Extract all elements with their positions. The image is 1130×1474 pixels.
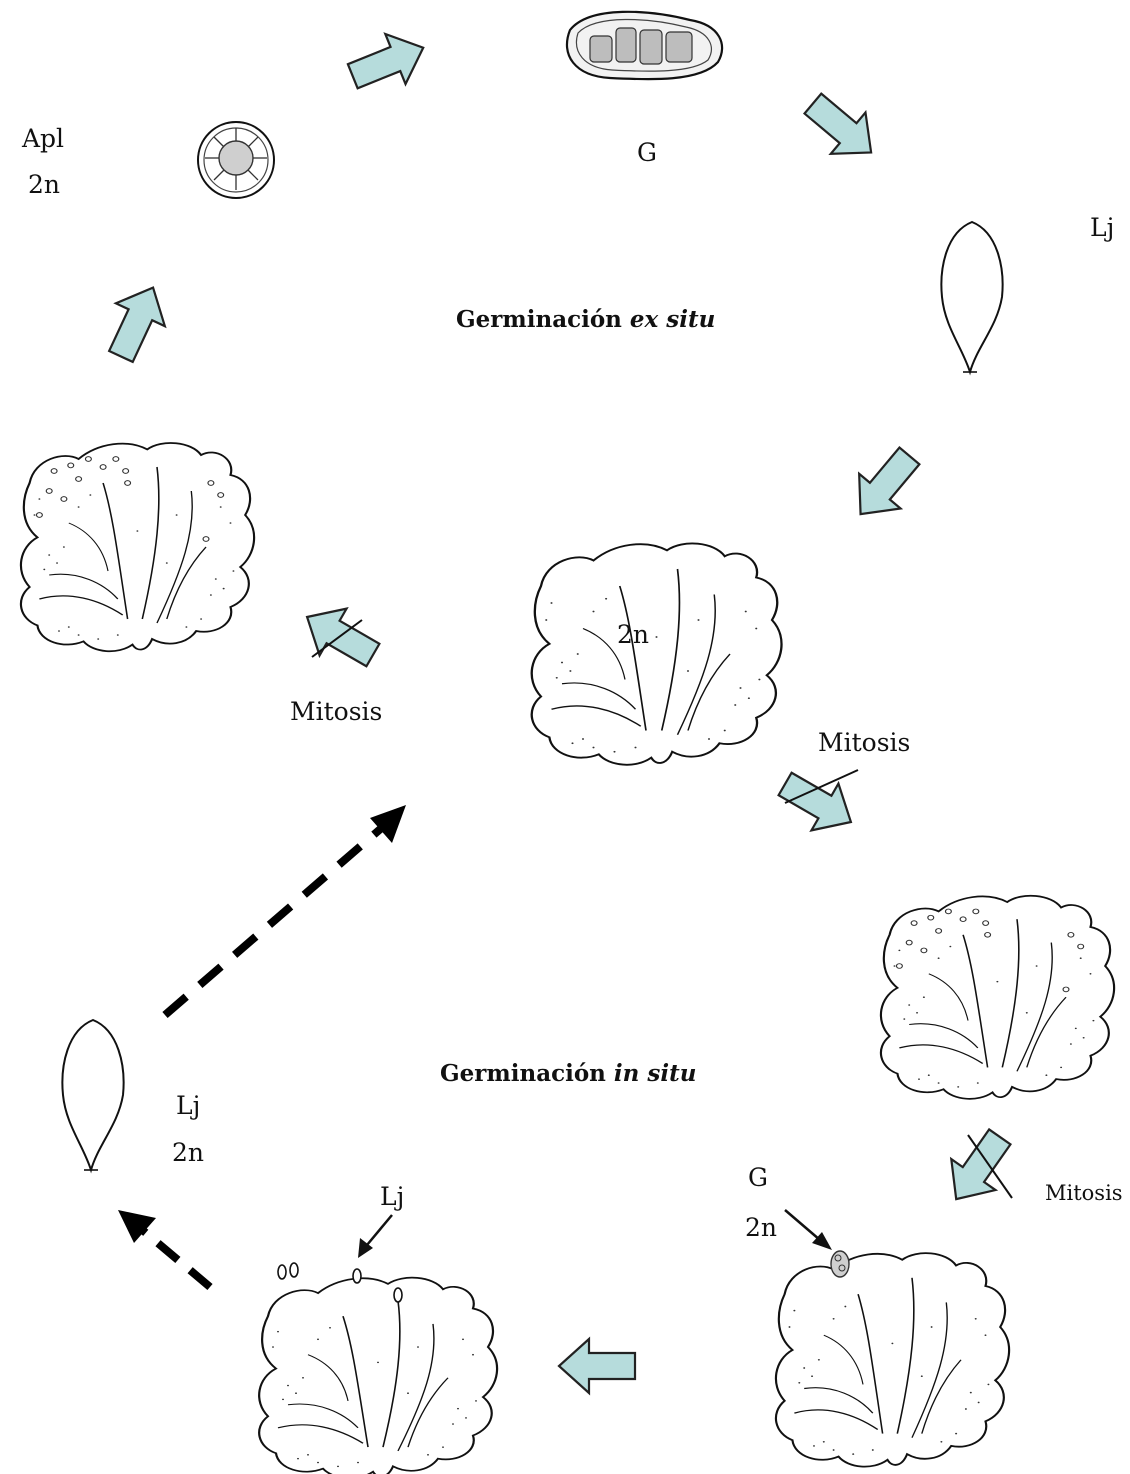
pointer-arrow xyxy=(358,1215,392,1258)
gamete-top-label: G xyxy=(637,140,657,165)
dashed-arrow-icon xyxy=(118,1210,210,1287)
block-arrow-icon xyxy=(559,1339,635,1393)
thallus-icon xyxy=(21,443,254,651)
dashed-arrow-icon xyxy=(165,805,406,1015)
thallus-center-ploidy-label: 2n xyxy=(617,622,649,647)
block-arrow-icon xyxy=(934,1121,1022,1214)
lj-bottom-label: Lj xyxy=(380,1184,404,1209)
block-arrow-icon xyxy=(96,276,177,368)
apl-label: Apl xyxy=(22,126,64,151)
gamete-icon xyxy=(567,12,722,79)
block-arrow-icon xyxy=(343,23,434,102)
block-arrow-icon xyxy=(796,83,889,173)
title-ex-situ-prefix: Germinación xyxy=(456,306,622,333)
thallus-icon xyxy=(259,1278,497,1474)
lj-left-label: Lj xyxy=(176,1093,200,1118)
mitosis-left-label: Mitosis xyxy=(290,699,382,724)
lj-left-ploidy-label: 2n xyxy=(172,1140,204,1165)
lj-top-label: Lj xyxy=(1090,215,1114,240)
g-bottom-label: G xyxy=(748,1165,768,1190)
g-bottom-ploidy-label: 2n xyxy=(745,1215,777,1240)
title-in-situ-prefix: Germinación xyxy=(440,1060,606,1087)
mitosis-right-label: Mitosis xyxy=(818,730,910,755)
mitosis-bottom-label: Mitosis xyxy=(1045,1183,1123,1204)
gamete-icon xyxy=(831,1251,849,1277)
leaf-juvenile-icon xyxy=(62,1020,123,1170)
title-in-situ-italic: in situ xyxy=(614,1060,697,1087)
cyst-icon xyxy=(198,122,274,198)
apl-ploidy-label: 2n xyxy=(28,172,60,197)
title-ex-situ-italic: ex situ xyxy=(630,306,715,333)
pointer-arrow xyxy=(785,1210,832,1250)
thallus-icon xyxy=(776,1253,1009,1466)
leaf-juvenile-icon xyxy=(941,222,1002,372)
thallus-icon xyxy=(881,896,1114,1099)
block-arrow-icon xyxy=(840,439,930,532)
title-in-situ: Germinación in situ xyxy=(440,1062,696,1085)
title-ex-situ: Germinación ex situ xyxy=(456,308,715,331)
thallus-icon xyxy=(532,543,782,764)
